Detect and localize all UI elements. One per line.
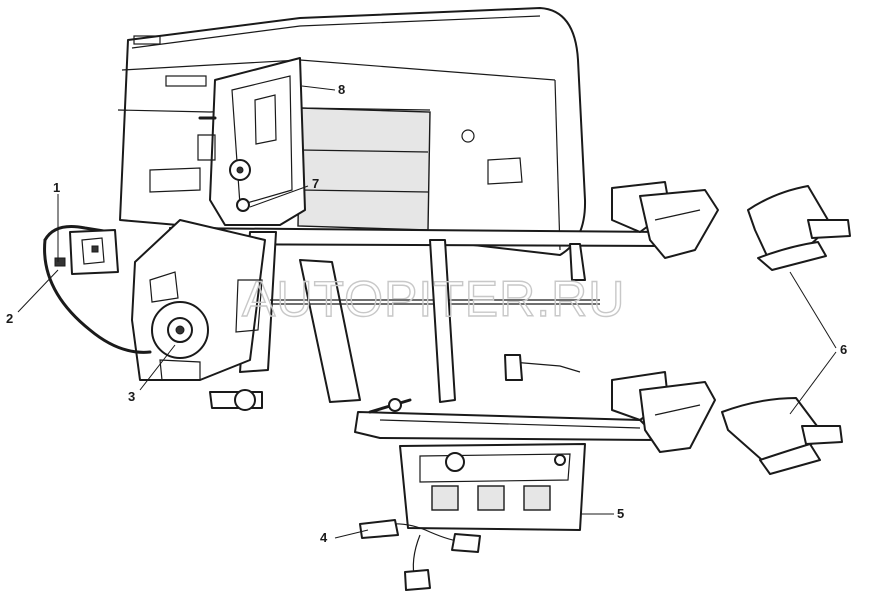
callout-2: 2 (6, 311, 13, 326)
callout-5: 5 (617, 506, 624, 521)
side-bracket (43, 225, 152, 354)
leader-2 (17, 269, 59, 313)
callout-8: 8 (338, 82, 345, 97)
callout-4: 4 (320, 530, 328, 545)
leader-6a (789, 271, 837, 349)
steering-bracket (131, 219, 266, 381)
leader-8 (301, 85, 336, 91)
leader-4 (334, 529, 369, 539)
center-bracket (197, 57, 306, 226)
callout-6: 6 (840, 342, 847, 357)
leader-3 (139, 344, 176, 391)
control-module (399, 443, 586, 531)
leader-7 (249, 185, 309, 208)
watermark: AUTOPITER.RU (242, 271, 625, 327)
leader-lines (17, 85, 837, 539)
callout-1: 1 (53, 180, 60, 195)
wiring-harness (359, 519, 481, 591)
instrument-panel (117, 7, 587, 256)
leader-6b (789, 351, 837, 415)
lower-rail (209, 389, 661, 441)
callout-3: 3 (128, 389, 135, 404)
part-6-brackets (721, 185, 851, 475)
callout-7: 7 (312, 176, 319, 191)
rear-brackets (611, 181, 719, 453)
connector (504, 354, 581, 381)
